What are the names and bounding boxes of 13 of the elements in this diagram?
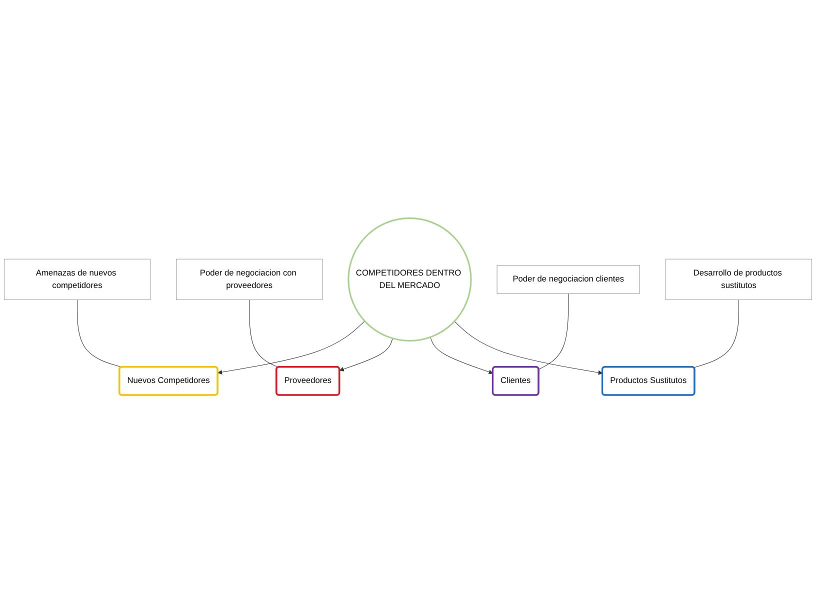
connector xyxy=(249,299,278,368)
arrow xyxy=(339,338,393,372)
node-box: Desarrollo de productos sustitutos xyxy=(666,258,812,300)
arrow xyxy=(218,320,365,374)
connector xyxy=(76,299,122,368)
node-box: Poder de negociacion clientes xyxy=(496,265,640,294)
node-circle: COMPETIDORES DENTRO DEL MERCADO xyxy=(348,217,472,342)
connector xyxy=(538,293,569,370)
node-box: Amenazas de nuevos competidores xyxy=(4,258,150,300)
arrow xyxy=(454,321,603,375)
arrow xyxy=(430,336,494,374)
connector xyxy=(693,299,740,368)
node-box: Poder de negociacion con proveedores xyxy=(176,258,323,300)
